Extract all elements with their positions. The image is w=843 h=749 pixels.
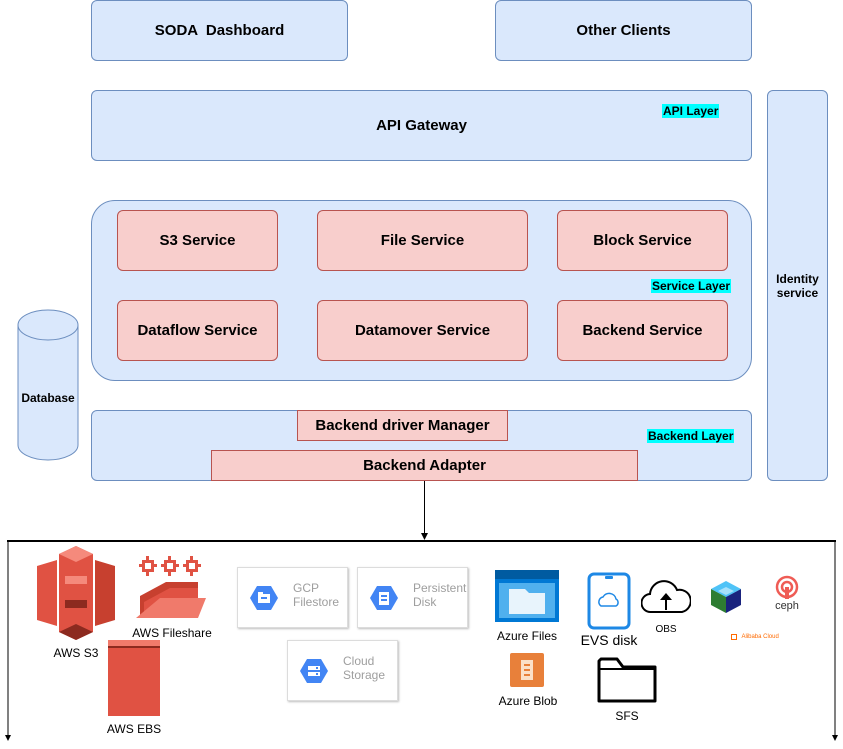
sfs-folder-icon	[597, 657, 657, 703]
azure-files-label: Azure Files	[496, 629, 558, 643]
identity-service-label: Identity service	[776, 271, 819, 300]
persistent-disk-card: Persistent Disk	[357, 567, 468, 628]
backend-service-label: Backend Service	[582, 322, 703, 339]
cloud-storage-card: Cloud Storage	[287, 640, 398, 701]
ceph-label: ceph	[775, 600, 799, 612]
block-service-label: Block Service	[593, 232, 692, 249]
file-service-label: File Service	[380, 232, 465, 249]
evs-disk-icon	[587, 572, 631, 630]
obs-cloud-icon	[641, 580, 691, 614]
database-label: Database	[21, 391, 75, 405]
ceph-icon	[775, 575, 799, 599]
database-cylinder	[17, 309, 79, 461]
azure-blob-icon	[510, 653, 544, 687]
alibaba-cloud-icon	[731, 633, 737, 640]
other-clients-box: Other Clients	[495, 0, 752, 61]
cloud-storage-label: Cloud Storage	[343, 654, 386, 682]
cube-logo-icon	[711, 581, 741, 613]
api-gateway-label: API Gateway	[376, 117, 467, 134]
identity-service-box: Identity service	[767, 90, 828, 481]
backend-driver-manager-label: Backend driver Manager	[315, 417, 490, 434]
aws-fileshare-icon	[136, 556, 206, 618]
backend-service-box: Backend Service	[557, 300, 728, 361]
soda-dashboard-box: SODA Dashboard	[91, 0, 348, 61]
aws-ebs-icon	[108, 640, 160, 716]
aws-s3-icon	[37, 546, 115, 640]
s3-service-label: S3 Service	[159, 232, 236, 249]
alibaba-cloud-logo: Alibaba Cloud	[731, 628, 781, 640]
azure-files-icon	[495, 570, 559, 622]
service-layer-label: Service Layer	[651, 279, 732, 293]
backend-adapter-box: Backend Adapter	[211, 450, 638, 481]
gcp-filestore-icon	[250, 586, 278, 610]
gcp-filestore-label: GCP Filestore	[293, 581, 340, 609]
aws-fileshare-label: AWS Fileshare	[132, 626, 212, 640]
evs-disk-label: EVS disk	[580, 632, 638, 648]
cloud-storage-icon	[300, 659, 328, 683]
backend-driver-manager-box: Backend driver Manager	[297, 410, 508, 441]
backend-adapter-label: Backend Adapter	[363, 457, 486, 474]
backend-layer-label: Backend Layer	[647, 429, 735, 443]
soda-dashboard-label: SODA Dashboard	[154, 22, 285, 39]
persistent-disk-label: Persistent Disk	[413, 581, 467, 609]
datamover-service-label: Datamover Service	[354, 322, 491, 339]
alibaba-cloud-label: Alibaba Cloud	[741, 633, 779, 640]
aws-s3-label: AWS S3	[53, 646, 99, 660]
file-service-box: File Service	[317, 210, 528, 271]
s3-service-box: S3 Service	[117, 210, 278, 271]
dataflow-service-label: Dataflow Service	[137, 322, 258, 339]
obs-label: OBS	[655, 624, 677, 635]
azure-blob-label: Azure Blob	[498, 694, 558, 708]
sfs-label: SFS	[615, 709, 639, 723]
gcp-filestore-card: GCP Filestore	[237, 567, 348, 628]
persistent-disk-icon	[370, 586, 398, 610]
datamover-service-box: Datamover Service	[317, 300, 528, 361]
block-service-box: Block Service	[557, 210, 728, 271]
api-gateway-box: API Gateway	[91, 90, 752, 161]
api-layer-label: API Layer	[662, 104, 720, 118]
aws-ebs-label: AWS EBS	[106, 722, 162, 736]
dataflow-service-box: Dataflow Service	[117, 300, 278, 361]
other-clients-label: Other Clients	[576, 22, 671, 39]
